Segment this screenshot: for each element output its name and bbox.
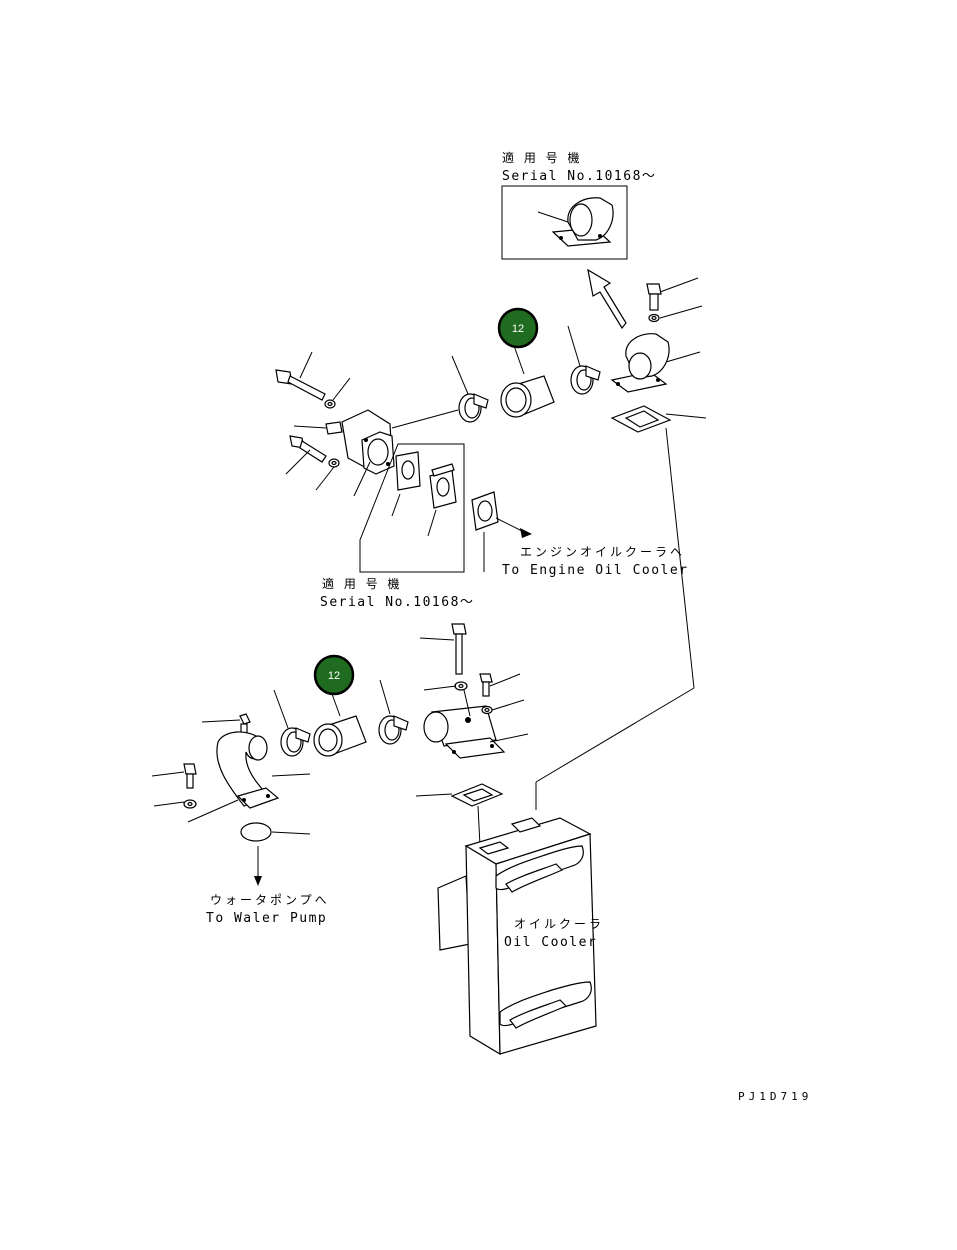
- bolt-upper-right: [646, 283, 662, 311]
- engine-oil-cooler-en: To Engine Oil Cooler: [502, 563, 689, 578]
- plug-upper: [325, 421, 343, 435]
- washer-lower-mid: [454, 681, 468, 691]
- clamp-lower-2: [378, 715, 409, 745]
- water-pump-en: To Waler Pump: [206, 911, 327, 926]
- arrow-to-inset-icon: [587, 268, 627, 330]
- elbow-upper-right: [610, 333, 670, 393]
- gasket-upper: [471, 491, 499, 531]
- bolt-lower-right: [479, 673, 493, 697]
- elbow-part-inset: [551, 197, 614, 247]
- flange-elbow-upper: [341, 409, 395, 475]
- callout-12-lower-label: 12: [328, 670, 340, 682]
- oil-cooler-jp: オイルクーラ: [514, 917, 604, 931]
- water-pump-jp: ウォータポンプへ: [210, 893, 330, 907]
- washer-upper-right: [648, 313, 660, 323]
- oil-cooler-en: Oil Cooler: [504, 935, 597, 950]
- engine-oil-cooler-jp: エンジンオイルクーラへ: [520, 545, 685, 559]
- gasket-lower: [450, 783, 504, 807]
- elbow-lower-right: [423, 705, 506, 759]
- serial-mid-jp: 適 用 号 機: [322, 576, 402, 591]
- oil-cooler: [437, 817, 597, 1056]
- washer-upper-1: [324, 399, 336, 409]
- bolt-lower-left: [183, 763, 197, 789]
- bolt-upper-1: [275, 369, 326, 401]
- hose-lower: [313, 715, 367, 757]
- clamp-upper-2: [570, 365, 601, 395]
- plug-lower: [239, 713, 251, 735]
- callout-12-upper[interactable]: 12: [497, 307, 539, 349]
- elbow-lower-left: [216, 731, 280, 809]
- washer-upper-2: [328, 458, 340, 468]
- serial-mid-en: Serial No.10168～: [320, 595, 474, 610]
- hose-upper: [500, 375, 555, 418]
- callout-12-upper-label: 12: [512, 323, 524, 335]
- serial-top-jp: 適 用 号 機: [502, 150, 582, 165]
- gasket-upper-right: [610, 405, 672, 433]
- drawing-code: PJ1D719: [738, 1090, 812, 1103]
- serial-top-en: Serial No.10168～: [502, 169, 656, 184]
- callout-12-lower[interactable]: 12: [313, 654, 355, 696]
- washer-lower-left: [183, 799, 197, 809]
- bolt-upper-2: [289, 435, 327, 463]
- clamp-lower-1: [280, 727, 311, 757]
- clamp-upper-1: [458, 393, 489, 423]
- washer-lower-right: [481, 705, 493, 715]
- bolt-lower-mid: [451, 623, 467, 675]
- gasket-water-pump: [240, 822, 272, 842]
- inset-middle: [359, 443, 465, 573]
- inset-top-right: [501, 185, 628, 260]
